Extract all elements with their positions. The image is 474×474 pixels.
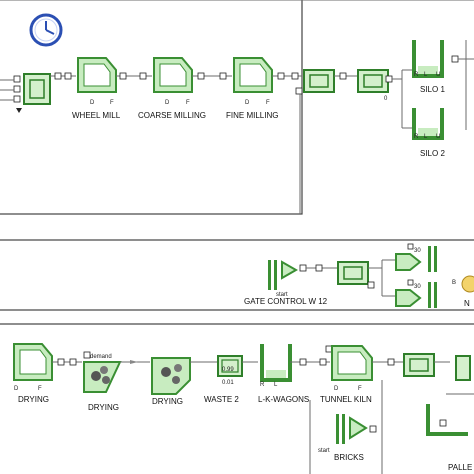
svg-text:R: R — [260, 382, 265, 388]
clock-icon[interactable] — [29, 13, 63, 47]
wheel-mill-block[interactable]: D F — [77, 57, 117, 106]
svg-text:D: D — [334, 386, 339, 392]
silo-2-block[interactable]: R L U — [412, 108, 444, 140]
svg-text:B: B — [452, 280, 456, 286]
svg-text:R: R — [414, 134, 419, 140]
gate-control-label: GATE CONTROL W 12 — [244, 297, 328, 306]
svg-text:D: D — [165, 100, 170, 106]
section-3-frame — [0, 323, 474, 325]
kiln-transfer-block[interactable] — [403, 353, 435, 377]
gate-start-label: start — [276, 292, 288, 298]
silo-1-block[interactable]: R L U — [412, 40, 459, 78]
svg-text:30: 30 — [414, 248, 421, 254]
svg-text:F: F — [266, 100, 270, 106]
svg-text:D: D — [90, 100, 95, 106]
palle-label: PALLE — [448, 463, 472, 472]
svg-text:F: F — [358, 386, 362, 392]
bricks-label: BRICKS — [334, 453, 364, 462]
drying-3-label: DRYING — [152, 397, 183, 406]
section-1-frame — [0, 0, 303, 215]
tunnel-kiln-label: TUNNEL KILN — [320, 395, 372, 404]
svg-text:U: U — [436, 134, 440, 140]
gate-node-partial[interactable] — [461, 275, 474, 293]
palle-block[interactable] — [426, 404, 468, 436]
coarse-milling-block[interactable]: D F — [153, 57, 193, 106]
svg-text:0: 0 — [384, 96, 388, 102]
svg-text:D: D — [14, 386, 19, 392]
drying-1-label: DRYING — [18, 395, 49, 404]
svg-text:0.01: 0.01 — [222, 380, 234, 386]
waste-2-label: WASTE 2 — [204, 395, 239, 404]
svg-text:L: L — [424, 72, 428, 78]
transfer-block-1[interactable] — [295, 69, 335, 95]
coarse-milling-label: COARSE MILLING — [138, 111, 206, 120]
inlet-block[interactable] — [13, 73, 51, 113]
drying-1-block[interactable]: D F — [13, 343, 53, 392]
gate-transfer-block[interactable] — [337, 261, 375, 289]
gate-icon[interactable] — [268, 260, 307, 290]
tunnel-kiln-block[interactable]: D F — [331, 345, 373, 392]
gate-arrow-upper[interactable] — [395, 243, 437, 272]
fine-milling-label: FINE MILLING — [226, 111, 278, 120]
section-2-frame — [0, 239, 474, 311]
drying-3-block[interactable] — [151, 357, 191, 395]
lk-wagons-label: L-K-WAGONS — [258, 395, 309, 404]
svg-text:0.99: 0.99 — [222, 367, 234, 373]
drying-2-block[interactable]: demand — [83, 351, 122, 393]
right-edge-block[interactable] — [455, 355, 471, 381]
lk-wagons-block[interactable]: R L — [260, 344, 292, 388]
silo-1-label: SILO 1 — [420, 85, 445, 94]
svg-text:F: F — [110, 100, 114, 106]
svg-text:R: R — [414, 72, 419, 78]
drying-2-label: DRYING — [88, 403, 119, 412]
wheel-mill-label: WHEEL MILL — [72, 111, 121, 120]
bricks-start-label: start — [318, 448, 330, 454]
svg-text:F: F — [186, 100, 190, 106]
svg-text:demand: demand — [90, 354, 112, 360]
gate-arrow-lower[interactable] — [395, 279, 437, 308]
silo-2-label: SILO 2 — [420, 149, 445, 158]
transfer-block-2[interactable]: 0 — [357, 69, 393, 102]
svg-text:U: U — [436, 72, 440, 78]
svg-text:L: L — [424, 134, 428, 140]
svg-text:30: 30 — [414, 284, 421, 290]
bricks-source-icon[interactable] — [336, 414, 377, 444]
n-partial-label: N — [464, 299, 470, 308]
svg-text:L: L — [274, 382, 278, 388]
waste-2-block[interactable] — [217, 355, 243, 377]
svg-text:D: D — [245, 100, 250, 106]
fine-milling-block[interactable]: D F — [233, 57, 273, 106]
svg-text:F: F — [38, 386, 42, 392]
